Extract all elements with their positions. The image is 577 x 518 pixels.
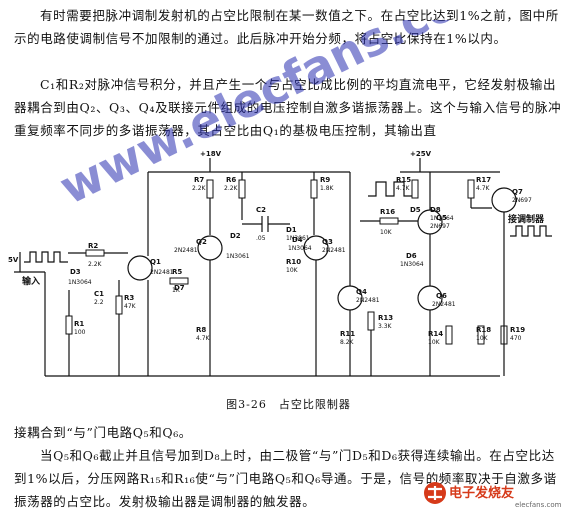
label-r13v: 3.3K xyxy=(378,323,393,330)
label-v18: +18V xyxy=(200,150,222,158)
label-v5: 5V xyxy=(8,256,19,264)
label-r17: R17 xyxy=(476,176,491,184)
label-input: 输入 xyxy=(22,275,40,287)
label-q4v: 2N2481 xyxy=(356,297,380,304)
paragraph-4: 当Q₅和Q₆截止并且信号加到D₈上时，由二极管“与”门D₅和D₆获得连续输出。在… xyxy=(14,448,557,509)
label-r2v: 2.2K xyxy=(88,261,103,268)
label-r7v: 2.2K xyxy=(192,185,207,192)
label-d2: D2 xyxy=(230,232,241,240)
label-r5: R5 xyxy=(172,268,182,276)
label-r17v: 4.7K xyxy=(476,185,491,192)
label-r10: R10 xyxy=(286,258,301,266)
label-r18v: 10K xyxy=(476,335,489,342)
label-q5: Q5 xyxy=(436,214,447,222)
label-q5v: 2N697 xyxy=(430,223,450,230)
logo-url: elecfans.com xyxy=(515,501,562,509)
label-d3: D3 xyxy=(70,268,81,276)
label-r9v: 1.8K xyxy=(320,185,335,192)
label-r7: R7 xyxy=(194,176,204,184)
label-r6: R6 xyxy=(226,176,236,184)
label-r19v: 470 xyxy=(510,335,522,342)
label-r3v: 47K xyxy=(124,303,137,310)
label-r14v: 10K xyxy=(428,339,441,346)
label-q2v: 2N2481 xyxy=(174,247,198,254)
label-r13: R13 xyxy=(378,314,393,322)
label-d3v: 1N3064 xyxy=(68,279,92,286)
label-r2: R2 xyxy=(88,242,98,250)
label-r8v: 4.7K xyxy=(196,335,211,342)
label-d1v: 1N3061 xyxy=(286,235,310,242)
label-r1v: 100 xyxy=(74,329,86,336)
label-r9: R9 xyxy=(320,176,330,184)
figure-caption: 图3-26 占空比限制器 xyxy=(226,398,351,411)
label-r11v: 8.2K xyxy=(340,339,355,346)
label-d4: D4 xyxy=(292,236,303,244)
label-d4v: 1N3064 xyxy=(288,245,312,252)
label-q6v: 2N2481 xyxy=(432,301,456,308)
label-c1v: 2.2 xyxy=(94,299,104,306)
label-r1: R1 xyxy=(74,320,84,328)
label-c1: C1 xyxy=(94,290,104,298)
label-c2v: .05 xyxy=(256,235,266,242)
label-r16: R16 xyxy=(380,208,395,216)
elecfans-logo: 电子发烧友 elecfans.com xyxy=(421,476,571,514)
label-r11: R11 xyxy=(340,330,355,338)
label-r14: R14 xyxy=(428,330,443,338)
label-r5v: 1K xyxy=(172,287,181,294)
label-q7v: 2N697 xyxy=(512,197,532,204)
label-d6: D6 xyxy=(406,252,417,260)
paragraph-1: 有时需要把脉冲调制发射机的占空比限制在某一数值之下。在占空比达到1%之前，图中所… xyxy=(14,8,559,46)
logo-cn: 电子发烧友 xyxy=(449,485,514,501)
label-q3v: 2N2481 xyxy=(322,247,346,254)
label-r8: R8 xyxy=(196,326,206,334)
label-d2v: 1N3061 xyxy=(226,253,250,260)
label-v25: +25V xyxy=(410,150,432,158)
label-output: 接调制器 xyxy=(508,213,545,225)
label-q1v: 2N2481 xyxy=(150,269,174,276)
label-r19: R19 xyxy=(510,326,525,334)
label-d8: D8 xyxy=(430,206,441,214)
label-d7: D7 xyxy=(174,284,185,292)
label-q4: Q4 xyxy=(356,288,367,296)
label-q1: Q1 xyxy=(150,258,161,266)
label-c2: C2 xyxy=(256,206,266,214)
label-r3: R3 xyxy=(124,294,134,302)
label-q2: Q2 xyxy=(196,238,207,246)
circuit-diagram: +18V +25V R7 2.2K R6 2.2K R9 1.8K C2 .05… xyxy=(8,150,552,377)
label-r10v: 10K xyxy=(286,267,299,274)
label-r6v: 2.2K xyxy=(224,185,239,192)
label-r16v: 10K xyxy=(380,229,393,236)
label-q7: Q7 xyxy=(512,188,523,196)
label-d6v: 1N3064 xyxy=(400,261,424,268)
label-r15v: 4.7K xyxy=(396,185,411,192)
label-r15: R15 xyxy=(396,176,411,184)
label-q6: Q6 xyxy=(436,292,447,300)
label-r18: R18 xyxy=(476,326,491,334)
label-d5: D5 xyxy=(410,206,421,214)
paragraph-2: C₁和R₂对脉冲信号积分，并且产生一个与占空比成比例的平均直流电平，它经发射极输… xyxy=(14,77,562,138)
paragraph-3: 接耦合到“与”门电路Q₅和Q₆。 xyxy=(14,425,192,440)
label-q3: Q3 xyxy=(322,238,333,246)
label-d1: D1 xyxy=(286,226,297,234)
label-d8v: 1N3064 xyxy=(430,215,454,222)
